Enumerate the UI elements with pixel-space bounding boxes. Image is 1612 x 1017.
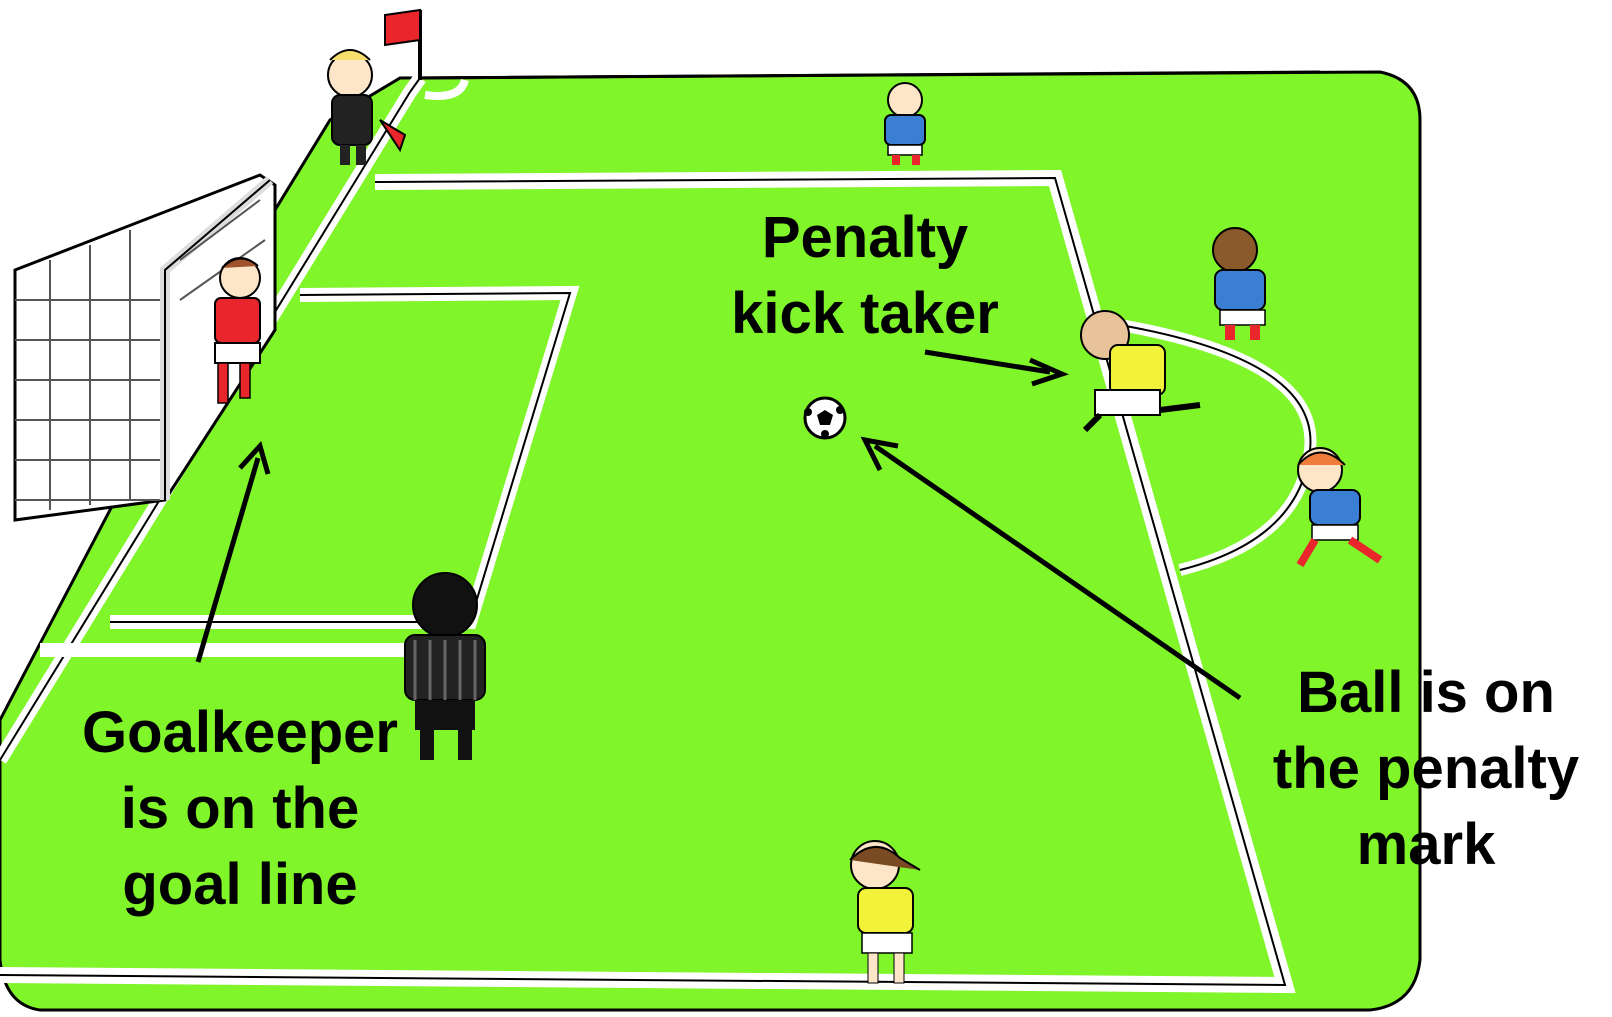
penalty-taker-line-2: kick taker	[700, 276, 1030, 352]
corner-flag-icon	[385, 10, 420, 80]
ball-line-1: Ball is on	[1240, 655, 1612, 731]
goalkeeper-line-1: Goalkeeper	[40, 695, 440, 771]
penalty-taker-annotation: Penalty kick taker	[700, 200, 1030, 352]
goalkeeper-line-2: is on the	[40, 771, 440, 847]
goalkeeper-line-3: goal line	[40, 847, 440, 923]
goalkeeper-annotation: Goalkeeper is on the goal line	[40, 695, 440, 923]
penalty-taker-line-1: Penalty	[700, 200, 1030, 276]
away-player-icon	[1213, 228, 1265, 340]
away-player-icon	[885, 83, 925, 165]
soccer-ball-icon	[804, 398, 845, 438]
ball-line-2: the penalty	[1240, 731, 1612, 807]
ball-line-3: mark	[1240, 807, 1612, 883]
ball-annotation: Ball is on the penalty mark	[1240, 655, 1612, 883]
